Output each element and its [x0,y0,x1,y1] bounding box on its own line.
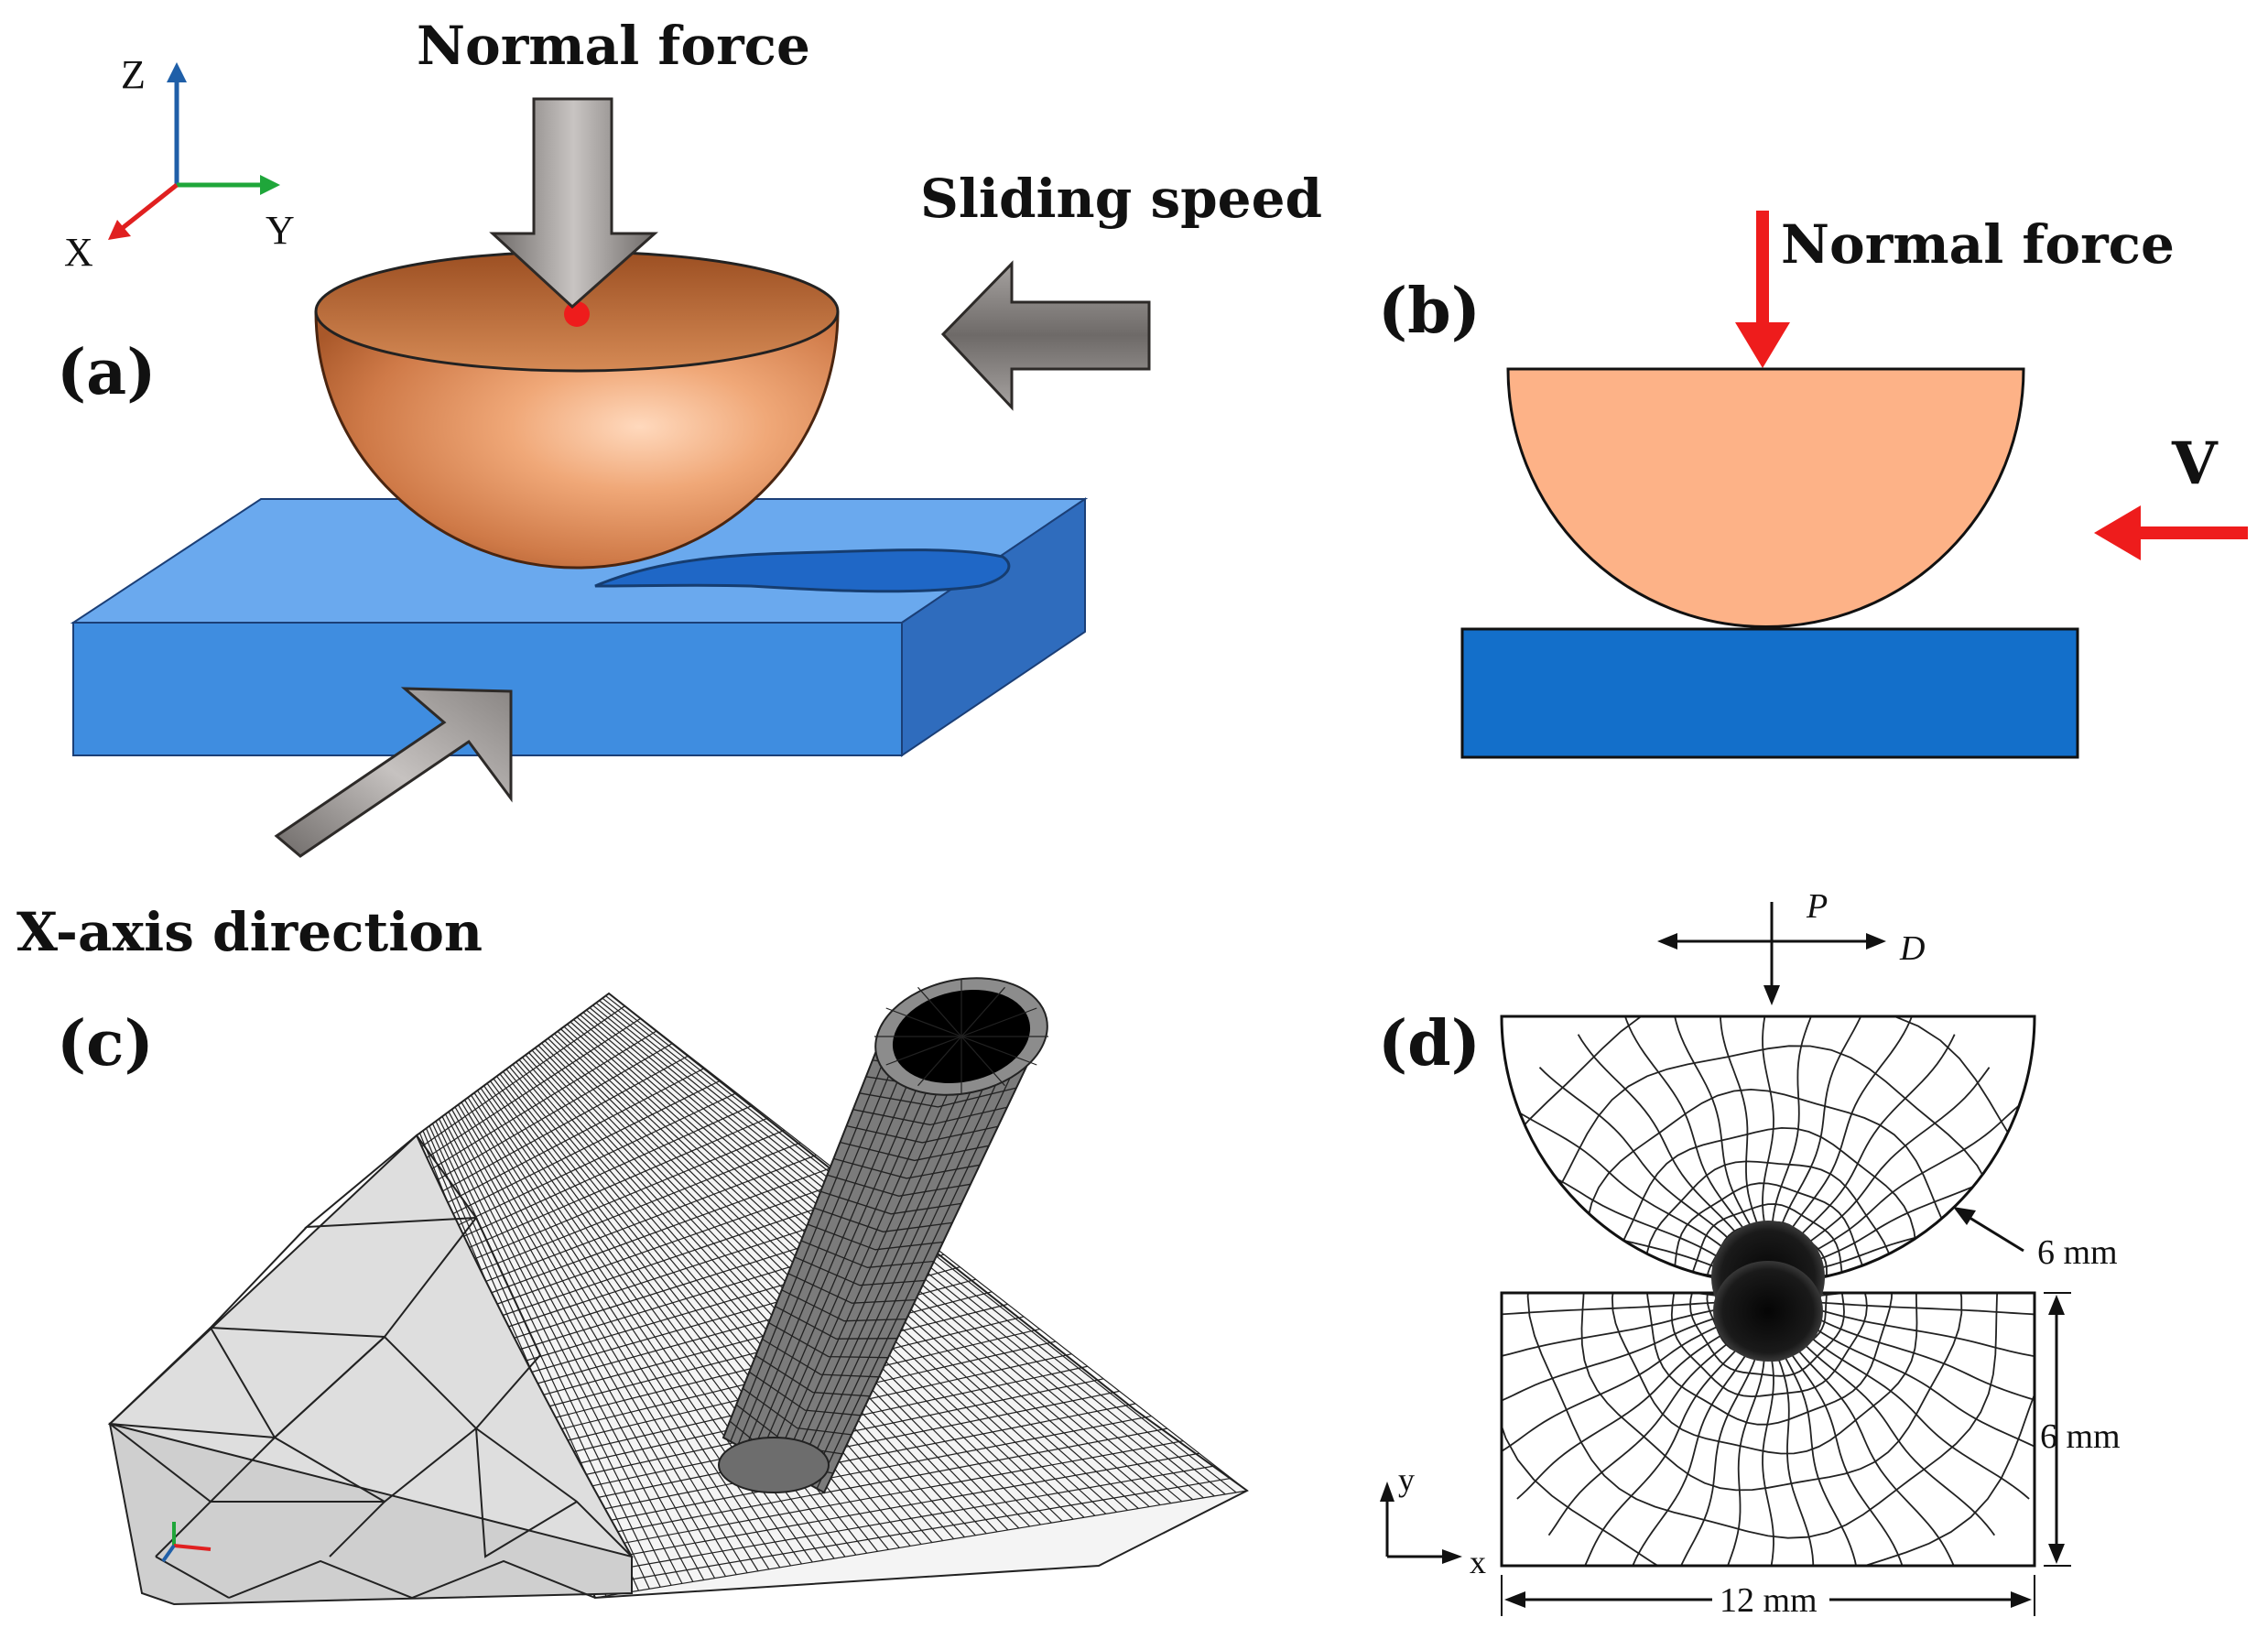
sliding-speed-arrow [940,260,1151,411]
x-axis-direction-arrow [274,687,513,858]
sliding-speed-label: Sliding speed [920,168,1322,230]
panel-b-force-arrow [1735,322,1790,368]
axis-z-label: Z [121,52,146,97]
peach-half-disc [1506,367,2025,628]
load-p-arrow [1763,985,1780,1005]
panel-d-label: (d) [1378,1007,1481,1080]
width-arrow-right [2011,1591,2032,1608]
disp-d-label: D [1899,929,1925,968]
contact-point [564,301,590,327]
width-dimension-label: 12 mm [1720,1581,1818,1620]
triad-y-label: y [1398,1461,1415,1498]
disp-d-arrow-left [1657,933,1677,950]
velocity-arrow [2094,505,2141,560]
x-axis-direction-label: X-axis direction [16,901,483,963]
coarse-mesh-segment [107,1134,634,1606]
copper-hemisphere [314,250,840,570]
panel-b-normal-force-label: Normal force [1781,213,2175,276]
axis-triad: Z Y X [64,52,295,275]
blue-substrate [1460,627,2079,759]
thickness-arrow-top [2048,1295,2065,1315]
contact-refined-region [1711,1221,1825,1362]
axis-y-label: Y [266,208,295,253]
velocity-label: V [2171,429,2219,498]
radius-pointer-arrow [1953,1207,1976,1225]
panel-a-normal-force-label: Normal force [417,15,810,77]
meshed-cylinder [718,977,1048,1494]
panel-a: Z Y X Normal force (a) Sliding speed X-a… [16,15,1322,963]
triad-x-label: x [1470,1544,1486,1580]
thickness-dimension-label: 6 mm [2040,1417,2121,1456]
triad-x-arrow [1442,1549,1462,1564]
width-arrow-left [1504,1591,1525,1608]
thickness-arrow-bottom [2048,1544,2065,1564]
triad-y-arrow [1380,1482,1394,1502]
load-p-label: P [1806,887,1828,926]
panel-a-label: (a) [57,336,156,409]
wear-track [594,548,1011,593]
radius-dimension-label: 6 mm [2037,1233,2118,1272]
panel-c-label: (c) [57,1007,154,1080]
panel-d: (d) P D 6 mm [1378,887,2121,1620]
axis-x-label: X [64,230,93,275]
normal-force-arrow [489,97,658,309]
panel-b: (b) Normal force V [1378,211,2248,759]
disp-d-arrow-right [1866,933,1886,950]
panel-c: (c) [57,977,1249,1606]
panel-b-label: (b) [1378,275,1481,348]
